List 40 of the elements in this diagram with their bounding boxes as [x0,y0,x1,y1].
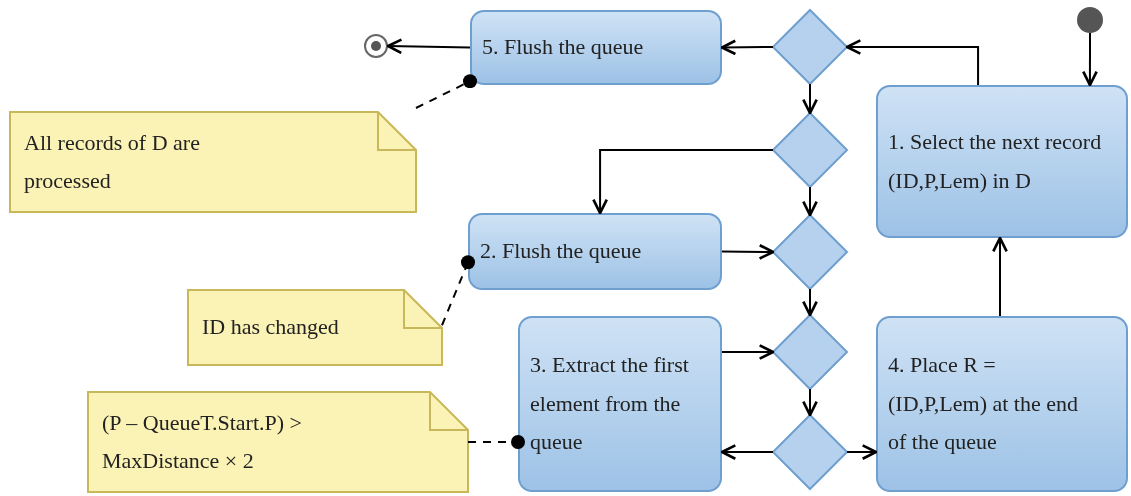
arrow [721,243,775,260]
arrow [846,444,878,461]
arrow [802,288,818,317]
action-text: 2. Flush the queue [480,237,642,266]
leader-line [415,74,477,109]
arrow [386,38,471,55]
arrow [592,149,774,215]
action-box [468,213,722,290]
leader-line [467,435,525,449]
decision-diamond [773,315,847,389]
arrow [802,388,818,417]
action-text: 3. Extract the first element from the queue [530,351,690,457]
arrow [720,39,774,56]
start-node [1077,7,1103,33]
action-box [876,85,1128,238]
arrow [992,236,1008,317]
arrow [721,344,775,360]
note [188,290,442,365]
note [88,392,468,492]
decision-diamond [773,10,847,84]
decision-diamond [773,215,847,289]
arrow [720,444,774,461]
arrow [1081,32,1098,87]
action-text: 1. Select the next record (ID,P,Lem) in D [888,128,1103,195]
decision-diamond [773,113,847,187]
note-text: ID has changed [202,313,339,342]
action-box [470,10,722,85]
action-box [518,316,722,492]
arrow [802,83,818,115]
action-text: 4. Place R = (ID,P,Lem) at the end of the queue [888,351,1079,457]
decision-diamond [773,415,847,489]
action-box [876,316,1128,492]
leader-line [441,255,475,327]
note-text: (P – QueueT.Start.P) > MaxDistance × 2 [102,408,303,475]
end-node [364,34,388,58]
note [10,112,416,212]
action-text: 5. Flush the queue [482,33,644,62]
arrow [845,39,980,86]
note-text: All records of D are processed [24,128,201,195]
arrow [802,186,818,217]
